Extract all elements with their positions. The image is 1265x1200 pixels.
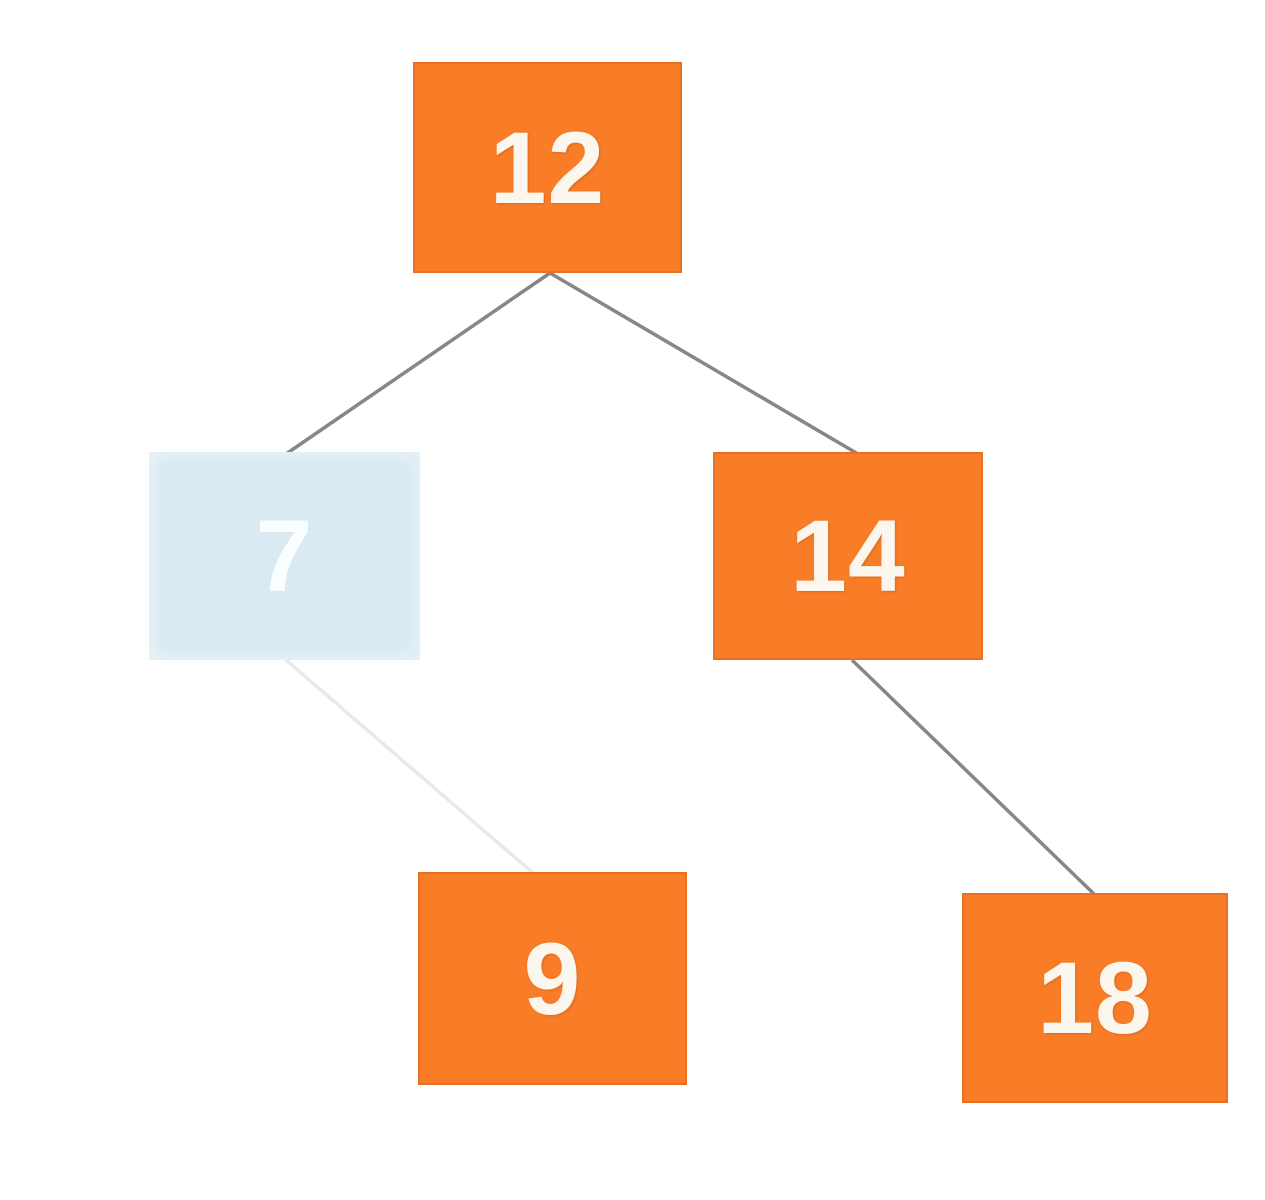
tree-node-7-label: 7 <box>255 499 314 613</box>
tree-node-14: 14 <box>713 452 983 660</box>
tree-node-9: 9 <box>418 872 687 1085</box>
tree-node-18-label: 18 <box>1037 941 1153 1055</box>
tree-node-12: 12 <box>413 62 682 273</box>
tree-node-9-label: 9 <box>523 921 582 1036</box>
edge-7-to-9 <box>284 658 535 875</box>
tree-node-14-label: 14 <box>790 499 906 613</box>
tree-node-18: 18 <box>962 893 1228 1103</box>
tree-node-12-label: 12 <box>489 110 606 225</box>
edge-12-to-7 <box>285 271 551 456</box>
edge-12-to-14 <box>549 271 859 456</box>
tree-node-7: 7 <box>149 452 420 660</box>
edge-14-to-18 <box>850 658 1096 896</box>
